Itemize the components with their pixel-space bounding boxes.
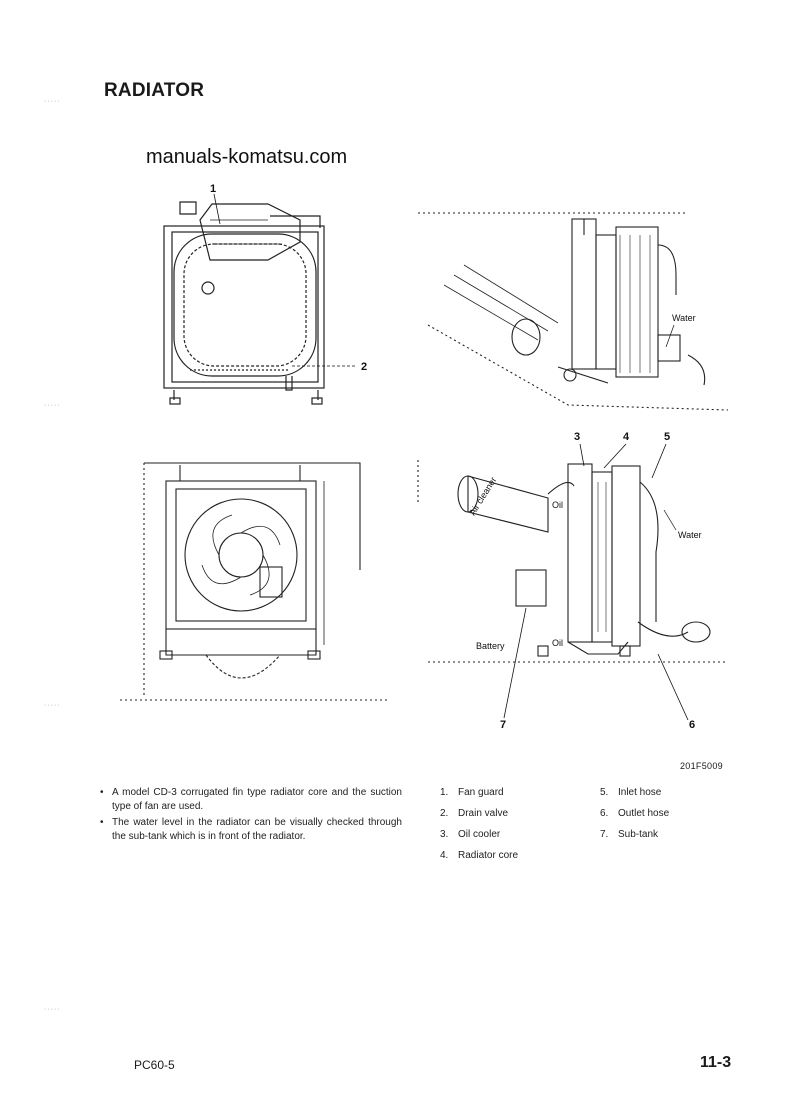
label-water-top: Water — [672, 313, 696, 323]
radiator-oil-cooler-side-view-diagram: 3 4 5 6 7 Air cleaner Oil Water Battery … — [417, 431, 728, 731]
description-item: • The water level in the radiator can be… — [100, 816, 402, 844]
callout-1: 1 — [210, 183, 216, 195]
legend-number: 6. — [600, 808, 609, 819]
description-item: • A model CD-3 corrugated fin type radia… — [100, 786, 402, 814]
radiator-front-view-diagram: 1 2 — [163, 183, 367, 405]
legend-column-right: 5. Inlet hose 6. Outlet hose 7. Sub-tank — [600, 782, 669, 845]
margin-mark: ····· — [44, 1006, 61, 1013]
label-air-cleaner: Air cleaner — [467, 475, 498, 517]
bullet-marker: • — [100, 817, 104, 828]
watermark-text: manuals-komatsu.com — [146, 146, 348, 168]
legend-text: Sub-tank — [618, 829, 659, 840]
label-oil-bottom: Oil — [552, 638, 563, 648]
legend-item: 5. Inlet hose — [600, 782, 669, 803]
legend-item: 2. Drain valve — [440, 803, 518, 824]
margin-mark: ····· — [44, 402, 61, 409]
page-number: 11-3 — [700, 1054, 732, 1071]
legend-number: 7. — [600, 829, 609, 840]
margin-mark: ····· — [44, 98, 61, 105]
callout-3: 3 — [574, 431, 580, 443]
description-text: A model CD-3 corrugated fin type radiato… — [112, 787, 402, 812]
figure-code: 201F5009 — [680, 761, 723, 771]
legend-number: 1. — [440, 787, 449, 798]
legend-text: Outlet hose — [618, 808, 670, 819]
legend-number: 3. — [440, 829, 449, 840]
legend-number: 2. — [440, 808, 449, 819]
callout-2: 2 — [361, 361, 367, 373]
legend-text: Radiator core — [458, 850, 519, 861]
label-battery: Battery — [476, 641, 505, 651]
legend-item: 3. Oil cooler — [440, 824, 518, 845]
callout-7: 7 — [500, 719, 506, 731]
page-title: RADIATOR — [104, 80, 205, 101]
callout-5: 5 — [664, 431, 670, 443]
legend-number: 4. — [440, 850, 449, 861]
legend-number: 5. — [600, 787, 609, 798]
legend-text: Inlet hose — [618, 787, 662, 798]
radiator-side-view-diagram: Water — [418, 212, 729, 411]
description-text: The water level in the radiator can be v… — [112, 817, 402, 842]
legend-text: Fan guard — [458, 787, 504, 798]
legend-item: 1. Fan guard — [440, 782, 518, 803]
bullet-marker: • — [100, 787, 104, 798]
label-oil-top: Oil — [552, 500, 563, 510]
footer-model: PC60-5 — [134, 1058, 175, 1072]
radiator-rear-view-diagram — [120, 462, 390, 701]
legend-item: 4. Radiator core — [440, 845, 518, 866]
callout-4: 4 — [623, 431, 630, 443]
legend-text: Drain valve — [458, 808, 509, 819]
label-water-right: Water — [678, 530, 702, 540]
margin-mark: ····· — [44, 702, 61, 709]
legend-column-left: 1. Fan guard 2. Drain valve 3. Oil cooler 4… — [440, 782, 518, 866]
callout-6: 6 — [689, 719, 695, 731]
legend-text: Oil cooler — [458, 829, 501, 840]
legend-item: 6. Outlet hose — [600, 803, 669, 824]
legend-item: 7. Sub-tank — [600, 824, 669, 845]
